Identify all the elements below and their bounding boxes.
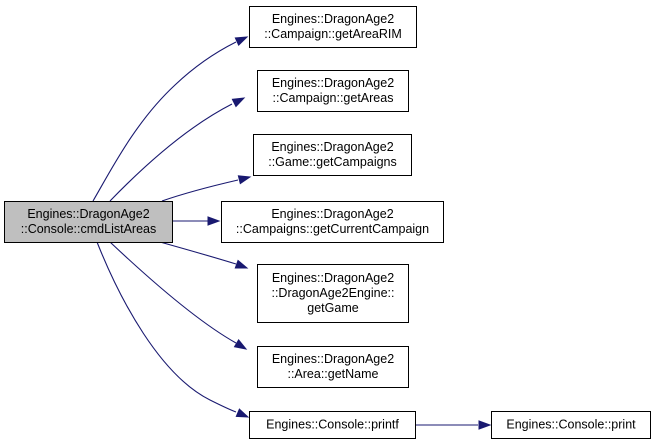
node-label-line: Engines::Console::print	[506, 418, 636, 432]
node-function[interactable]: Engines::DragonAge2::Game::getCampaigns	[253, 134, 412, 176]
edge-line	[92, 41, 237, 202]
edge-line	[159, 241, 237, 265]
edge-line	[109, 103, 233, 202]
node-label-line: ::Campaigns::getCurrentCampaign	[236, 222, 429, 236]
node-label-line: ::Campaign::getAreaRIM	[264, 27, 402, 41]
node-box	[257, 264, 409, 323]
node-label-line: Engines::DragonAge2	[272, 12, 394, 26]
node-function[interactable]: Engines::DragonAge2::DragonAge2Engine::g…	[257, 264, 409, 323]
node-label-line: ::Console::cmdListAreas	[21, 222, 156, 236]
edge-line	[109, 241, 237, 344]
arrowhead	[237, 175, 252, 185]
node-label-line: Engines::DragonAge2	[27, 207, 149, 221]
edge-line	[161, 179, 239, 202]
node-function[interactable]: Engines::Console::printf	[249, 411, 416, 439]
node-box	[249, 411, 416, 439]
node-label-line: ::Game::getCampaigns	[268, 155, 397, 169]
node-box	[221, 201, 444, 243]
edge-root-to-n6	[109, 241, 248, 350]
node-label-line: Engines::DragonAge2	[272, 271, 394, 285]
node-label-line: ::Area::getName	[287, 367, 378, 381]
edge-root-to-n2	[109, 97, 246, 202]
node-function[interactable]: Engines::DragonAge2::Campaign::getAreaRI…	[249, 6, 417, 48]
node-label-line: ::Campaign::getAreas	[273, 91, 394, 105]
edge-root-to-n3	[161, 175, 252, 202]
arrowhead	[235, 408, 250, 418]
node-label-line: getGame	[307, 301, 358, 315]
arrowhead	[478, 420, 492, 430]
node-box	[4, 201, 173, 243]
node-label-line: Engines::Console::printf	[266, 418, 399, 432]
edge-line	[96, 241, 237, 413]
node-box	[257, 346, 409, 388]
node-box	[249, 6, 417, 48]
edge-root-to-n5	[159, 241, 249, 269]
node-label-line: Engines::DragonAge2	[271, 207, 393, 221]
edge-root-to-n7	[96, 241, 250, 418]
edge-root-to-n4	[172, 216, 221, 226]
node-label-line: Engines::DragonAge2	[271, 140, 393, 154]
edge-n7-to-n8	[415, 420, 492, 430]
node-box	[257, 70, 409, 112]
node-label-line: Engines::DragonAge2	[272, 352, 394, 366]
node-label-line: Engines::DragonAge2	[272, 76, 394, 90]
edges-layer	[92, 36, 492, 430]
arrowhead	[234, 259, 249, 269]
node-function[interactable]: Engines::DragonAge2::Campaign::getAreas	[257, 70, 409, 112]
arrowhead	[207, 216, 221, 226]
node-function[interactable]: Engines::DragonAge2::Campaigns::getCurre…	[221, 201, 444, 243]
node-label-line: ::DragonAge2Engine::	[271, 286, 394, 300]
arrowhead	[231, 97, 246, 108]
node-function[interactable]: Engines::Console::print	[491, 411, 651, 439]
node-function[interactable]: Engines::DragonAge2::Area::getName	[257, 346, 409, 388]
arrowhead	[233, 339, 248, 350]
node-box	[491, 411, 651, 439]
node-root-function[interactable]: Engines::DragonAge2::Console::cmdListAre…	[4, 201, 173, 243]
nodes-layer: Engines::DragonAge2::Console::cmdListAre…	[4, 6, 651, 439]
node-box	[253, 134, 412, 176]
edge-root-to-n1	[92, 36, 249, 202]
arrowhead	[234, 36, 249, 47]
